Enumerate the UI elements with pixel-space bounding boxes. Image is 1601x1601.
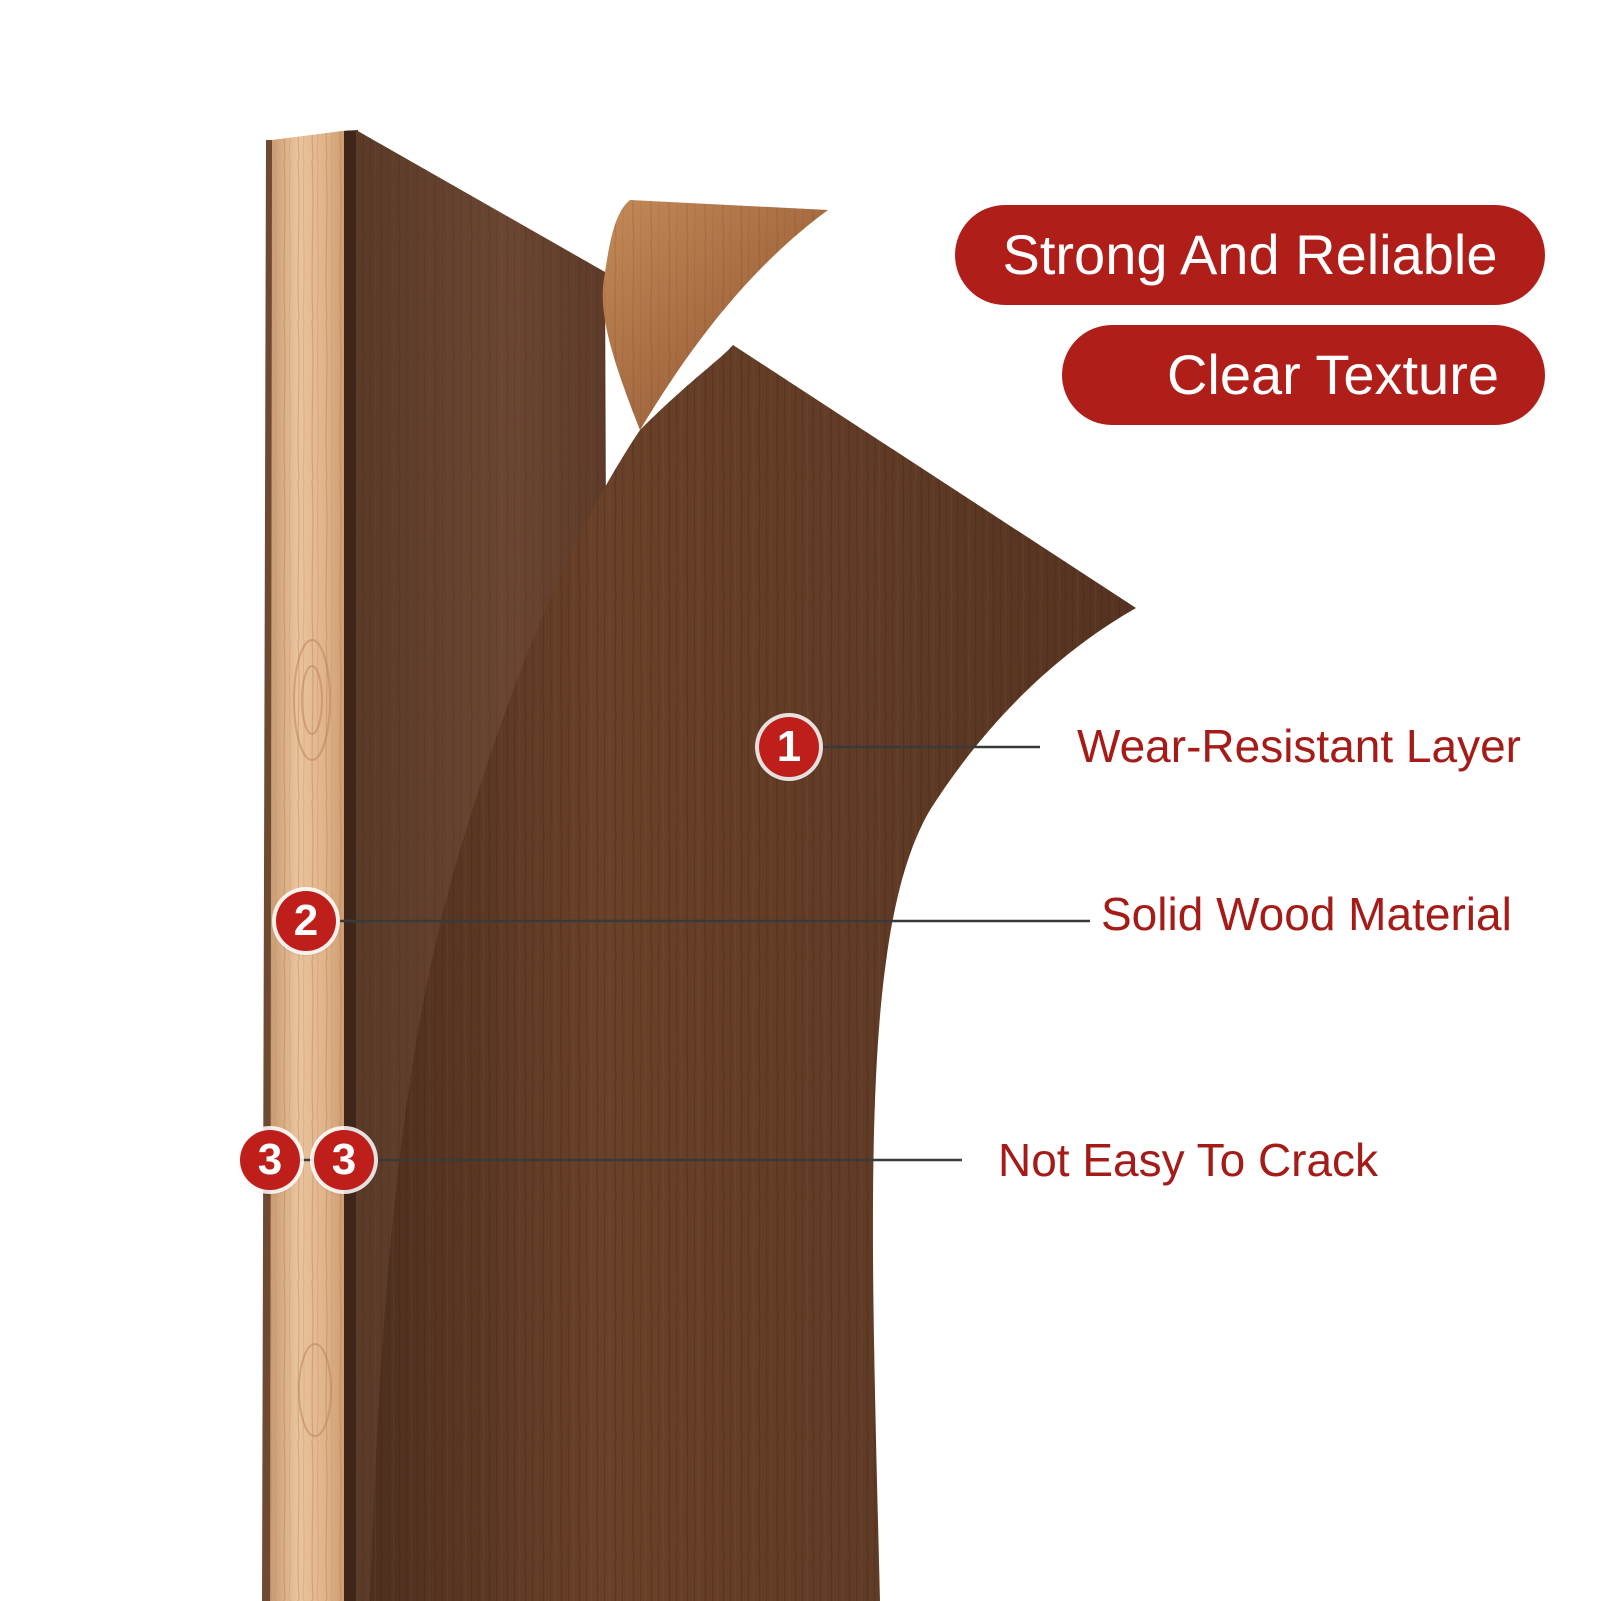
- callout-badge-1: 1: [759, 717, 819, 777]
- callout-badge-3-inner: 3: [314, 1130, 374, 1190]
- callout-label-solid-wood: Solid Wood Material: [1101, 888, 1512, 940]
- callout-badge-2: 2: [276, 891, 336, 951]
- headline-pill-strong-reliable: Strong And Reliable: [955, 205, 1545, 305]
- callout-label-wear-resistant: Wear-Resistant Layer: [1077, 720, 1521, 772]
- headline-pill-clear-texture: Clear Texture: [1062, 325, 1545, 425]
- callout-label-not-easy-crack: Not Easy To Crack: [998, 1134, 1379, 1186]
- callout-badge-3: 3: [240, 1130, 300, 1190]
